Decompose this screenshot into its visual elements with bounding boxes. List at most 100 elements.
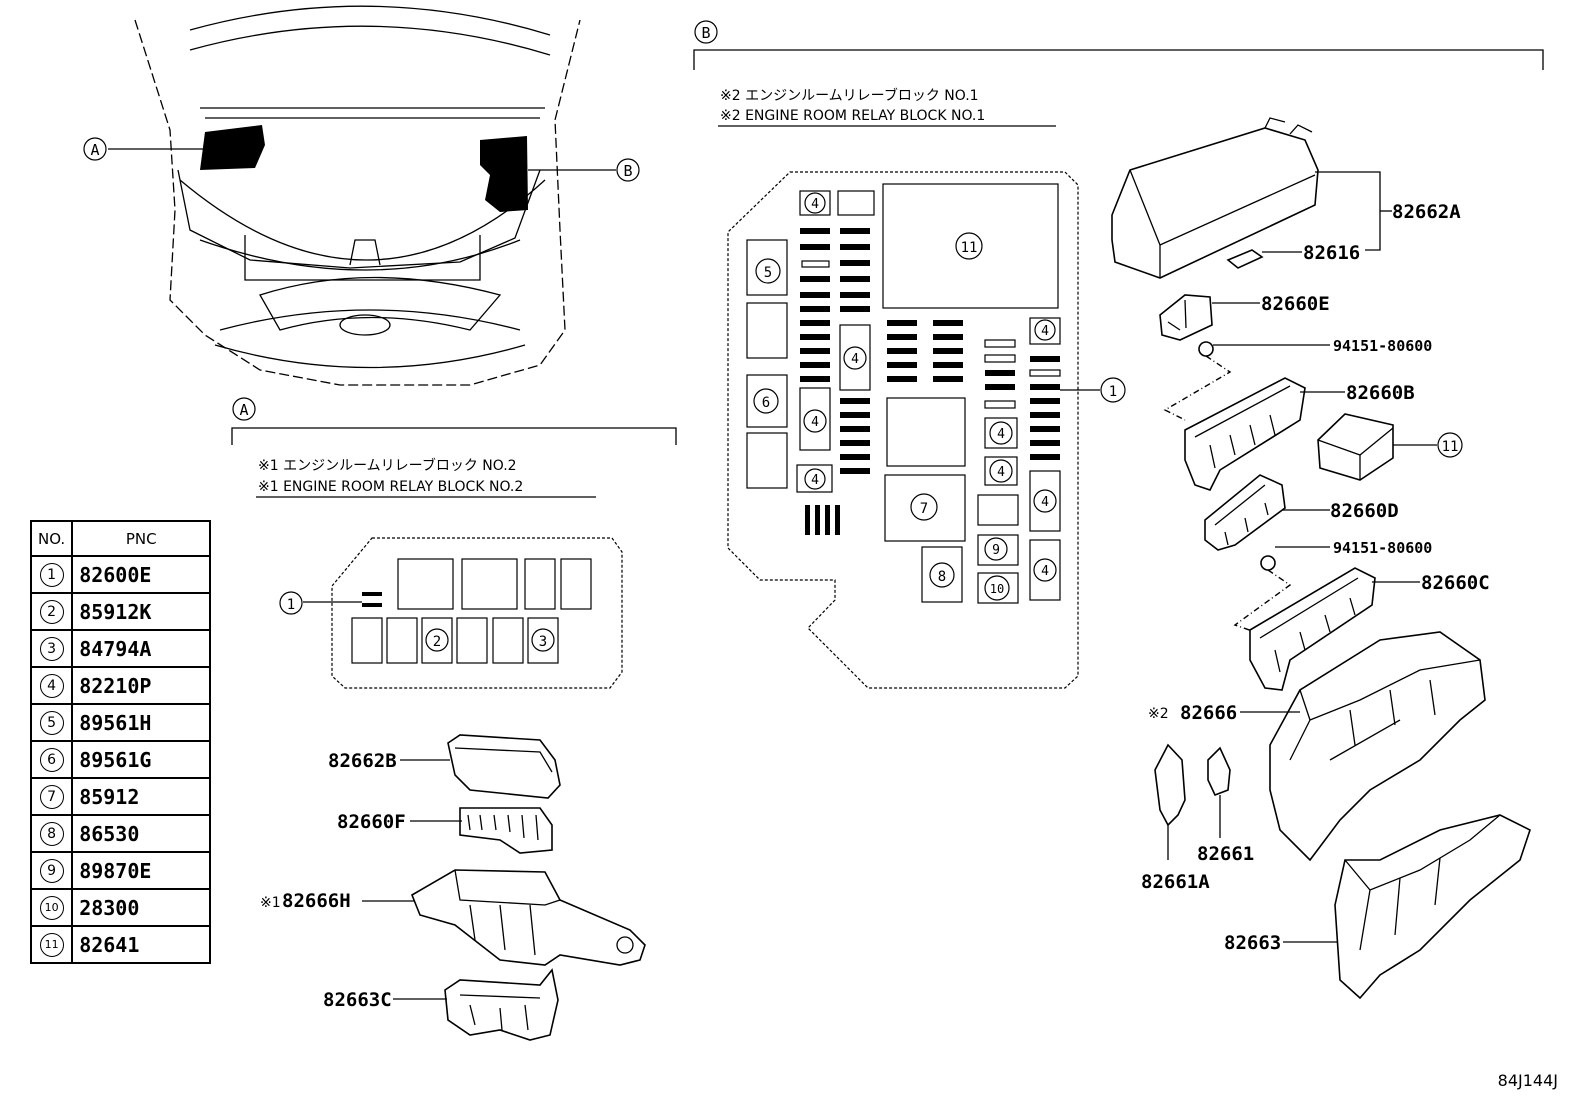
- callout-b-label: B: [623, 162, 632, 180]
- table-row: 7 85912: [29, 777, 212, 816]
- bolt-94151-b-drawing: [1260, 555, 1276, 571]
- block-82660d-drawing: [1204, 474, 1286, 551]
- housing-82666h-drawing: [411, 869, 646, 966]
- section-a-caption-jp: ※1 エンジンルームリレーブロック NO.2: [258, 457, 517, 474]
- no2-position-3: 3: [539, 634, 547, 650]
- row-number: 4: [39, 673, 64, 698]
- terminal-82660f-drawing: [459, 807, 553, 854]
- part-82660b-label: 82660B: [1346, 382, 1415, 404]
- lower-82663c-drawing: [444, 968, 559, 1041]
- fuse-column-2: [840, 228, 870, 474]
- document-id: 84J144J: [1497, 1071, 1558, 1090]
- section-b-marker: B: [701, 24, 710, 42]
- section-b-caption-en: ※2 ENGINE ROOM RELAY BLOCK NO.1: [720, 108, 985, 124]
- no1-position-4h: 4: [1041, 495, 1049, 510]
- row-number: 11: [39, 932, 64, 957]
- header-pnc: PNC: [71, 520, 212, 557]
- row-pnc: 85912K: [71, 592, 212, 631]
- clip-82616-drawing: [1226, 249, 1264, 269]
- table-row: 2 85912K: [29, 592, 212, 631]
- bracket-82661-drawing: [1207, 746, 1231, 797]
- no1-position-1: 1: [1109, 384, 1117, 400]
- header-no: NO.: [29, 520, 74, 557]
- row-number: 7: [39, 784, 64, 809]
- row-pnc: 82600E: [71, 555, 212, 594]
- table-row: 4 82210P: [29, 666, 212, 705]
- section-b-header: B ※2 エンジンルームリレーブロック NO.1 ※2 ENGINE ROOM …: [693, 20, 1544, 127]
- part-82666-label: 82666: [1180, 702, 1237, 724]
- part-94151-80600-a-label: 94151-80600: [1333, 337, 1432, 355]
- no1-position-8: 8: [938, 569, 946, 585]
- part-82666h-prefix: ※1: [260, 895, 281, 911]
- row-number: 3: [39, 636, 64, 661]
- part-82660e-label: 82660E: [1261, 293, 1330, 315]
- fuse-column-1: [800, 228, 830, 368]
- no1-position-4b: 4: [851, 352, 859, 367]
- relay-block-no2-layout: 1 2 3: [279, 537, 623, 689]
- part-82663-label: 82663: [1224, 932, 1281, 954]
- no1-position-4e: 4: [997, 427, 1005, 442]
- table-row: 8 86530: [29, 814, 212, 853]
- row-pnc: 85912: [71, 777, 212, 816]
- part-82661-label: 82661: [1197, 843, 1254, 865]
- table-row: 11 82641: [29, 925, 212, 964]
- table-row: 1 82600E: [29, 555, 212, 594]
- section-a-parts: 82662B 82660F ※1 82666H 82663C: [260, 734, 646, 1041]
- part-82663c-label: 82663C: [323, 989, 392, 1011]
- relay-block-no1-layout: 11 4 5 6: [727, 171, 1126, 689]
- part-relay-11-label: 11: [1442, 439, 1459, 455]
- part-82660d-label: 82660D: [1330, 500, 1399, 522]
- no1-position-4g: 4: [1041, 324, 1049, 339]
- row-number: 8: [39, 821, 64, 846]
- section-a-header: A ※1 エンジンルームリレーブロック NO.2 ※1 ENGINE ROOM …: [231, 397, 677, 498]
- cover-82662b-drawing: [447, 734, 561, 799]
- vehicle-overview: A B: [83, 5, 640, 386]
- block-82660b-drawing: [1184, 377, 1306, 491]
- bracket-82661a-drawing: [1154, 743, 1186, 827]
- no1-position-9: 9: [992, 543, 1000, 558]
- section-a-caption-en: ※1 ENGINE ROOM RELAY BLOCK NO.2: [258, 479, 523, 495]
- table-row: 3 84794A: [29, 629, 212, 668]
- part-82666-prefix: ※2: [1148, 706, 1169, 722]
- row-pnc: 86530: [71, 814, 212, 853]
- part-82660f-label: 82660F: [337, 811, 406, 833]
- no1-position-5: 5: [764, 265, 772, 281]
- row-pnc: 89561H: [71, 703, 212, 742]
- table-row: 5 89561H: [29, 703, 212, 742]
- bolt-94151-a-drawing: [1198, 341, 1214, 357]
- no1-position-4a: 4: [811, 197, 819, 212]
- part-82662a-label: 82662A: [1392, 201, 1461, 223]
- part-82660c-label: 82660C: [1421, 572, 1490, 594]
- part-82662b-label: 82662B: [328, 750, 397, 772]
- row-pnc: 82210P: [71, 666, 212, 705]
- part-94151-80600-b-label: 94151-80600: [1333, 539, 1432, 557]
- pnc-table: NO. PNC 1 82600E 2 85912K 3 84794A 4 822…: [29, 520, 212, 964]
- section-b-parts: 82662A 82616 82660E 94151-80600 82660B 1…: [1111, 117, 1531, 1000]
- row-pnc: 89870E: [71, 851, 212, 890]
- part-82616-label: 82616: [1303, 242, 1360, 264]
- row-pnc: 89561G: [71, 740, 212, 779]
- row-number: 1: [39, 562, 64, 587]
- cover-82662a-drawing: [1111, 127, 1319, 279]
- row-number: 6: [39, 747, 64, 772]
- row-number: 9: [39, 858, 64, 883]
- row-number: 10: [39, 895, 64, 920]
- section-b-caption-jp: ※2 エンジンルームリレーブロック NO.1: [720, 87, 979, 104]
- housing-82666-drawing: [1269, 631, 1486, 862]
- table-row: 9 89870E: [29, 851, 212, 890]
- table-row: 6 89561G: [29, 740, 212, 779]
- no1-position-11: 11: [961, 240, 978, 256]
- pnc-table-header: NO. PNC: [29, 520, 212, 557]
- table-row: 10 28300: [29, 888, 212, 927]
- part-82666h-label: 82666H: [282, 890, 351, 912]
- no2-position-1: 1: [287, 597, 295, 613]
- no1-position-6: 6: [762, 395, 770, 411]
- relay-block-no2-location: [200, 125, 265, 170]
- no1-position-4f: 4: [997, 465, 1005, 480]
- relay-11-drawing: [1317, 413, 1394, 481]
- no1-position-4i: 4: [1041, 564, 1049, 579]
- fuse-column-3: [887, 320, 963, 382]
- part-82661a-label: 82661A: [1141, 871, 1210, 893]
- lower-82663-drawing: [1334, 814, 1531, 1000]
